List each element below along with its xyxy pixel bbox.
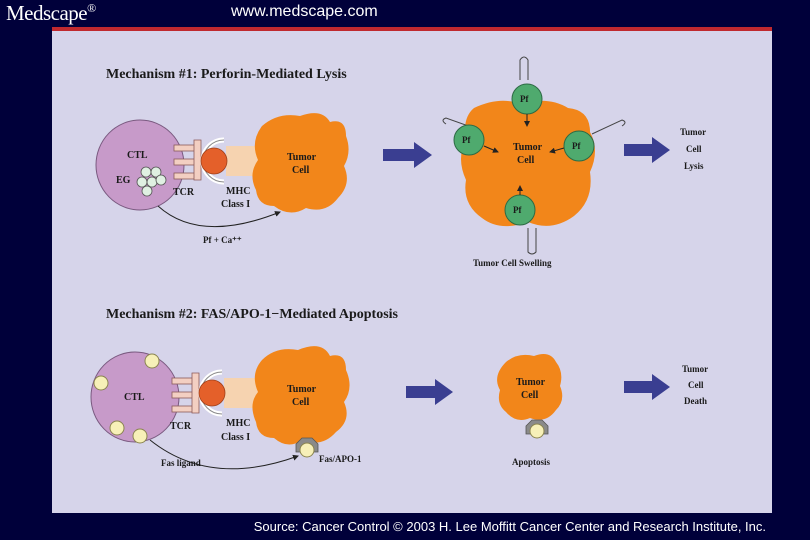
tcr-label-2: TCR (170, 421, 192, 432)
cell-label-1: Cell (292, 165, 309, 176)
tcr-receptor-1 (174, 140, 201, 180)
fas-receptor-label: Fas/APO-1 (319, 454, 362, 464)
eg-label: EG (116, 175, 131, 186)
perforin-secretion-arrow (158, 206, 280, 227)
perforin-top: Pf (512, 84, 542, 114)
transition-arrow-4 (624, 374, 670, 400)
class-label-2: Class I (221, 432, 250, 443)
source-credit: Source: Cancer Control © 2003 H. Lee Mof… (254, 519, 766, 534)
tumor-cell-2: Tumor Cell (252, 346, 349, 444)
pf-label-bottom: Pf (513, 205, 522, 215)
tumor-label-swell: Tumor (513, 142, 543, 153)
perforin-bottom: Pf (505, 195, 535, 225)
mhc-label-1: MHC (226, 186, 250, 197)
transition-arrow-2 (624, 137, 670, 163)
cell-label-apoptosis: Cell (521, 390, 538, 401)
cell-label-2: Cell (292, 397, 309, 408)
mechanism1-title: Mechanism #1: Perforin-Mediated Lysis (106, 67, 347, 82)
lysis-outcome-line2: Cell (686, 144, 702, 154)
mhc-label-2: MHC (226, 418, 250, 429)
pf-label-top: Pf (520, 94, 529, 104)
apoptosis-label: Apoptosis (512, 457, 551, 467)
ctl-label-1: CTL (127, 150, 148, 161)
tumor-label-apoptosis: Tumor (516, 377, 546, 388)
lysis-outcome-line3: Lysis (684, 161, 704, 171)
pf-label-right: Pf (572, 141, 581, 151)
pf-label-left: Pf (462, 135, 471, 145)
perforin-right: Pf (564, 131, 594, 161)
cell-label-swell: Cell (517, 155, 534, 166)
transition-arrow-3 (406, 379, 453, 405)
ctl-cell-1: CTL EG (96, 120, 184, 210)
death-outcome-line2: Cell (688, 380, 704, 390)
transition-arrow-1 (383, 142, 432, 168)
apoptotic-tumor-cell: Tumor Cell (497, 354, 562, 438)
perforin-calcium-label: Pf + Ca⁺⁺ (203, 235, 242, 245)
lysis-outcome-line1: Tumor (680, 127, 706, 137)
swelling-label: Tumor Cell Swelling (473, 258, 552, 268)
death-outcome-line1: Tumor (682, 364, 708, 374)
class-label-1: Class I (221, 199, 250, 210)
ctl-cell-2: CTL (91, 352, 179, 442)
fas-ligand-label: Fas ligand (161, 458, 201, 468)
mechanism2-title: Mechanism #2: FAS/APO-1−Mediated Apoptos… (106, 307, 399, 322)
perforin-left: Pf (454, 125, 484, 155)
ctl-label-2: CTL (124, 392, 145, 403)
tumor-cell-1: Tumor Cell (252, 113, 348, 212)
tumor-label-1: Tumor (287, 152, 317, 163)
tumor-label-2: Tumor (287, 384, 317, 395)
death-outcome-line3: Death (684, 396, 707, 406)
tcr-label-1: TCR (173, 187, 195, 198)
fas-receptor (296, 438, 318, 457)
tcr-receptor-2 (172, 373, 199, 413)
